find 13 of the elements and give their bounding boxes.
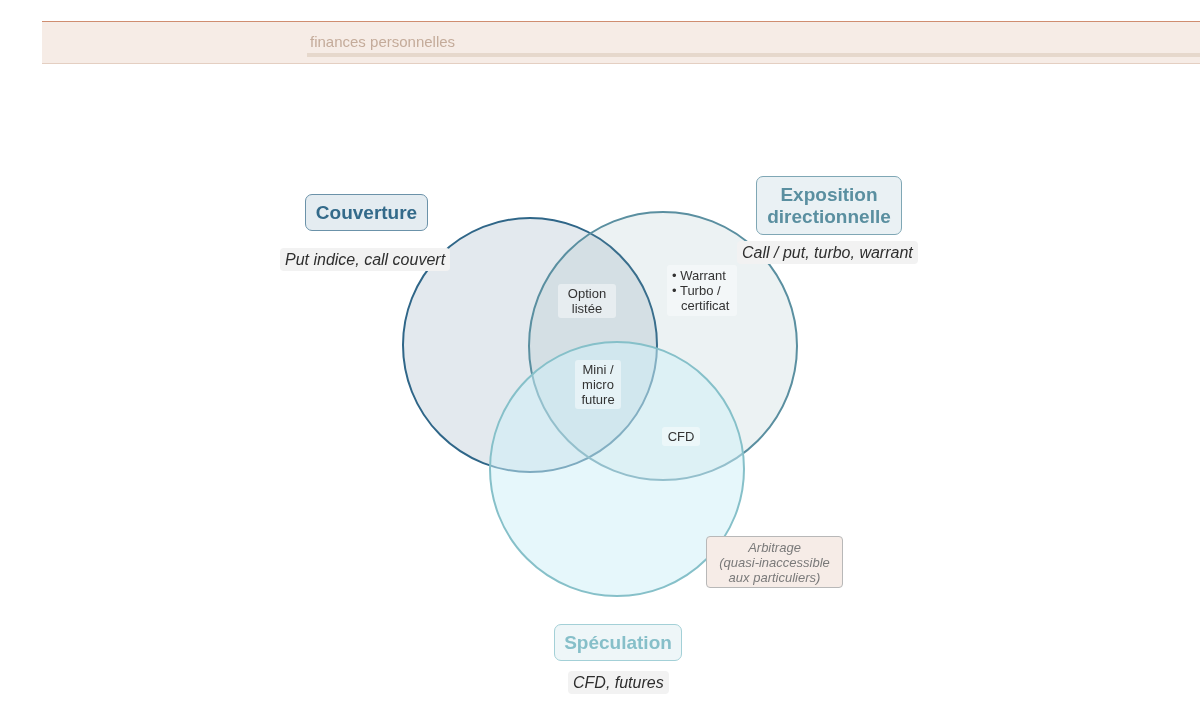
region-label: Option listée xyxy=(558,284,616,318)
tagline-text: finances personnelles xyxy=(310,33,456,51)
category-title: Exposition directionnelle xyxy=(756,176,902,235)
region-label: Mini / micro future xyxy=(575,360,621,409)
region-label: CFD xyxy=(662,427,700,446)
example-text: Call / put, turbo, warrant xyxy=(737,241,918,264)
category-title: Couverture xyxy=(305,194,428,231)
category-title: Spéculation xyxy=(554,624,682,661)
list-item: • Warrant xyxy=(672,268,727,283)
list-item: • Turbo / certificat xyxy=(672,283,731,313)
example-text: CFD, futures xyxy=(568,671,669,694)
example-text: Put indice, call couvert xyxy=(280,248,451,271)
note-box: Arbitrage (quasi-inaccessible aux particuliers) xyxy=(706,536,843,588)
